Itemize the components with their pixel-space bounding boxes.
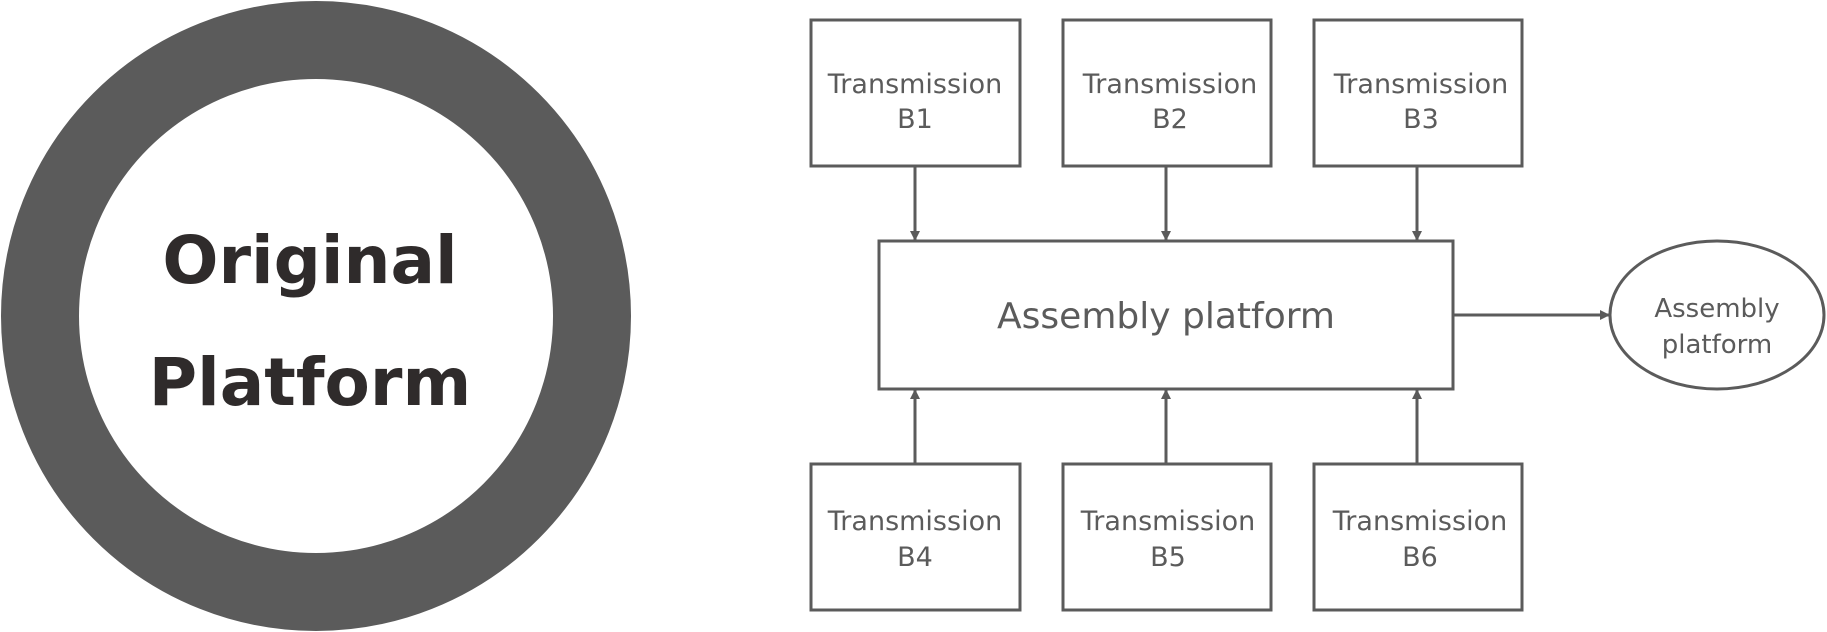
- transmission-box-b3-line2: B3: [1403, 104, 1439, 135]
- transmission-box-b1-frame: [809, 18, 1022, 168]
- ring-shape: [1, 1, 631, 631]
- transmission-box-b5-line1: Transmission: [1080, 506, 1255, 537]
- transmission-box-b5-line2: B5: [1150, 542, 1186, 573]
- output-ellipse-line1: Assembly: [1654, 294, 1779, 324]
- transmission-box-b4: Transmission B4: [809, 462, 1022, 612]
- transmission-box-b4-line2: B4: [897, 542, 933, 573]
- transmission-box-b3: Transmission B3: [1312, 18, 1524, 168]
- transmission-box-b2-line1: Transmission: [1082, 69, 1257, 100]
- transmission-box-b1-line1: Transmission: [827, 69, 1002, 100]
- transmission-box-b6-line1: Transmission: [1332, 506, 1507, 537]
- transmission-box-b6-line2: B6: [1402, 542, 1438, 573]
- output-ellipse-line2: platform: [1662, 330, 1772, 360]
- ring-label-line2: Platform: [149, 344, 471, 421]
- transmission-box-b3-frame: [1312, 18, 1524, 168]
- transmission-box-b2: Transmission B2: [1061, 18, 1273, 168]
- output-ellipse-shape: [1608, 239, 1826, 391]
- transmission-box-b6: Transmission B6: [1312, 462, 1524, 612]
- assembly-platform-box: Assembly platform: [877, 239, 1455, 391]
- assembly-platform-label: Assembly platform: [997, 296, 1335, 337]
- transmission-box-b4-line1: Transmission: [827, 506, 1002, 537]
- transmission-box-b4-frame: [809, 462, 1022, 612]
- transmission-box-b2-frame: [1061, 18, 1273, 168]
- transmission-box-b1: Transmission B1: [809, 18, 1022, 168]
- transmission-box-b3-line1: Transmission: [1333, 69, 1508, 100]
- transmission-box-b5-frame: [1061, 462, 1273, 612]
- transmission-box-b1-line2: B1: [897, 104, 933, 135]
- ring-label-line1: Original: [162, 222, 457, 299]
- transmission-box-b2-line2: B2: [1152, 104, 1188, 135]
- output-assembly-platform-ellipse: Assembly platform: [1608, 239, 1826, 391]
- transmission-box-b6-frame: [1312, 462, 1524, 612]
- original-platform-ring: Original Platform: [1, 1, 631, 631]
- transmission-box-b5: Transmission B5: [1061, 462, 1273, 612]
